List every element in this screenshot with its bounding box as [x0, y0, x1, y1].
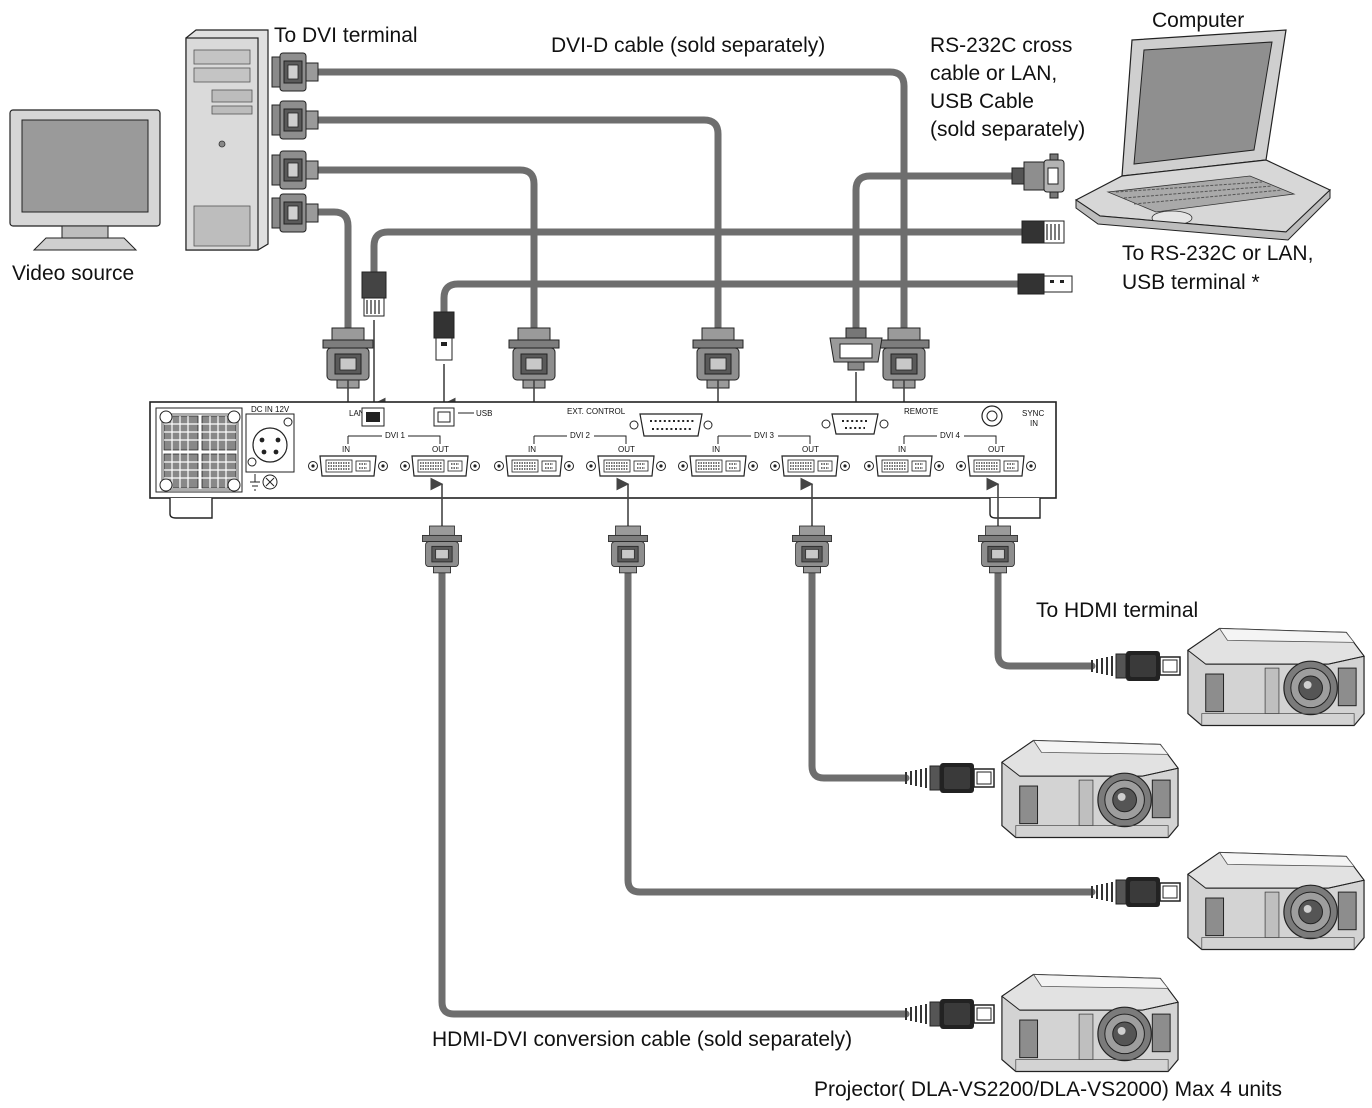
- dvi-connector-icon: [607, 525, 649, 574]
- sync-in-label: IN: [1030, 419, 1038, 428]
- rj45-connector-icon: [1021, 220, 1065, 244]
- dvi-cable-2: [314, 116, 722, 334]
- dvi-group-2: DVI 2 IN OUT: [493, 431, 667, 477]
- projector-icon: [1001, 973, 1179, 1073]
- out-label: OUT: [618, 445, 635, 454]
- to-dvi-terminal-label: To DVI terminal: [274, 24, 418, 47]
- rs232c-cable-label-1: RS-232C cross: [930, 34, 1072, 57]
- dvi-connector-icon: [878, 327, 930, 389]
- to-hdmi-terminal-label: To HDMI terminal: [1036, 599, 1198, 622]
- dvi-connector-icon: [271, 193, 319, 233]
- dvi1-label: DVI 1: [385, 431, 406, 440]
- arrows-out-of-panel: [430, 477, 1000, 526]
- hdmi-cable-2: [624, 568, 1096, 896]
- lan-cable: [370, 228, 1026, 276]
- computer-label: Computer: [1152, 9, 1244, 32]
- hdmi-connector-icon: [1091, 876, 1181, 908]
- dvi4-label: DVI 4: [940, 431, 961, 440]
- sync-label: SYNC: [1022, 409, 1044, 418]
- dvi-connector-icon: [271, 150, 319, 190]
- in-label: IN: [712, 445, 720, 454]
- rj45-connector-icon: [361, 271, 387, 317]
- hdmi-cable-1: [438, 568, 910, 1018]
- hdmi-dvi-cable-label: HDMI-DVI conversion cable (sold separate…: [432, 1028, 852, 1051]
- out-label: OUT: [432, 445, 449, 454]
- ground-icon: [250, 474, 278, 491]
- video-source-label: Video source: [12, 262, 134, 285]
- to-rs232c-label-1: To RS-232C or LAN,: [1122, 242, 1313, 265]
- rs232c-cable-label-3: USB Cable: [930, 90, 1034, 113]
- hdmi-cable-3: [808, 568, 910, 782]
- usb-connector-icon: [433, 311, 455, 361]
- fan-icon: [155, 407, 243, 493]
- to-rs232c-label-2: USB terminal *: [1122, 271, 1260, 294]
- dvi2-label: DVI 2: [570, 431, 591, 440]
- in-label: IN: [342, 445, 350, 454]
- projector-icon: [1187, 627, 1365, 727]
- cables: [314, 68, 1096, 1018]
- monitor-icon: [9, 109, 161, 251]
- laptop-icon: [1074, 29, 1332, 241]
- dvi-group-4: DVI 4 IN OUT: [863, 431, 1037, 477]
- dvi-connector-icon: [508, 327, 560, 389]
- dvi-cable-1: [314, 68, 908, 334]
- dvi3-label: DVI 3: [754, 431, 775, 440]
- projector-icon: [1001, 739, 1179, 839]
- switcher-rear-panel: DC IN 12V LAN USB EXT. CONTROL REMOTE SY…: [149, 401, 1057, 519]
- dvi-connector-icon: [692, 327, 744, 389]
- dvi-group-3: DVI 3 IN OUT: [677, 431, 851, 477]
- rs232c-cable-label-4: (sold separately): [930, 118, 1085, 141]
- dvi-connector-icon: [322, 327, 374, 389]
- projector-icon: [1187, 851, 1365, 951]
- rs232c-cable-label-2: cable or LAN,: [930, 62, 1057, 85]
- hdmi-connector-icon: [905, 998, 995, 1030]
- in-label: IN: [898, 445, 906, 454]
- dvi-group-1: DVI 1 IN OUT: [307, 431, 481, 477]
- hdmi-connector-icon: [905, 762, 995, 794]
- dvi-connector-icon: [791, 525, 833, 574]
- usb-label: USB: [476, 409, 492, 418]
- projector-caption: Projector( DLA-VS2200/DLA-VS2000) Max 4 …: [814, 1078, 1282, 1101]
- remote-label: REMOTE: [904, 407, 938, 416]
- dvi-d-cable-label: DVI-D cable (sold separately): [551, 34, 825, 57]
- hdmi-connector-icon: [1091, 650, 1181, 682]
- hdmi-cable-4: [994, 568, 1096, 670]
- db9-connector-icon: [829, 327, 883, 371]
- dvi-cable-3: [314, 166, 538, 334]
- out-label: OUT: [802, 445, 819, 454]
- usb-connector-icon: [1017, 273, 1073, 295]
- dvi-connector-icon: [421, 525, 463, 574]
- dvi-connector-icon: [271, 100, 319, 140]
- lan-label: LAN: [349, 409, 365, 418]
- serial-cable: [852, 172, 1016, 334]
- dvi-connector-icon: [977, 525, 1019, 574]
- ext-control-label: EXT. CONTROL: [567, 407, 626, 416]
- dc-in-label: DC IN 12V: [251, 405, 290, 414]
- dvi-cable-4: [314, 208, 352, 334]
- in-label: IN: [528, 445, 536, 454]
- db9-connector-icon: [1011, 153, 1065, 199]
- dvi-connector-icon: [271, 52, 319, 92]
- tower-pc-icon: [185, 29, 269, 251]
- usb-cable: [440, 280, 1022, 316]
- out-label: OUT: [988, 445, 1005, 454]
